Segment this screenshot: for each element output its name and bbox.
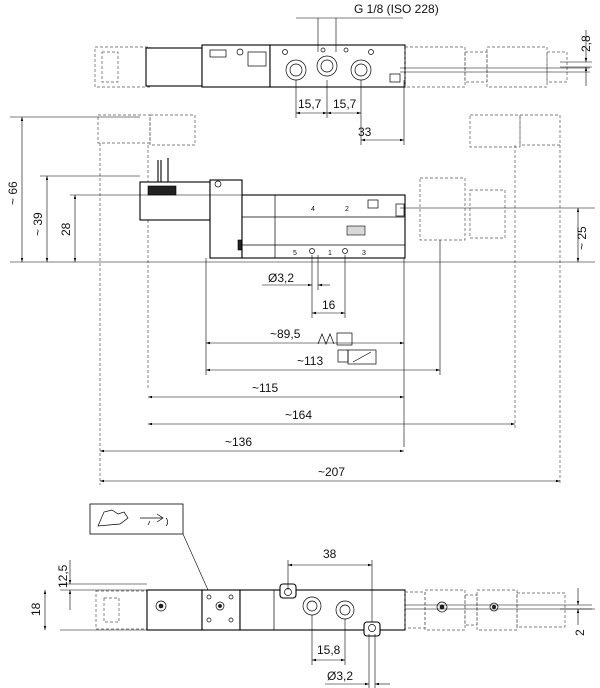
top-pitch-a: 15,7 <box>298 97 322 111</box>
port-label: 4 <box>311 206 315 213</box>
brand-mark <box>346 225 366 236</box>
bottom-hole-diameter: Ø3,2 <box>327 669 353 683</box>
front-valve-body <box>241 194 406 259</box>
manual-override-icon <box>89 503 209 591</box>
bottom-view: 38 12,5 18 2 15,8 Ø3,2 <box>29 547 595 688</box>
length-coil-single: ~115 <box>252 381 278 395</box>
port-label: 1 <box>328 250 332 257</box>
bottom-coil <box>146 589 203 631</box>
top-valve-body <box>269 44 406 88</box>
top-pitch-b: 15,7 <box>333 97 357 111</box>
mount-span: 38 <box>323 547 337 561</box>
solenoid-symbol <box>337 349 377 365</box>
front-view: 4 2 5 1 3 ~ 66 ~ 39 28 ~ 25 Ø3,2 16 <box>6 114 595 485</box>
length-overall-double: ~207 <box>318 465 345 479</box>
top-port-ring <box>282 47 401 83</box>
front-operator <box>209 179 243 259</box>
top-height-right: 2,8 <box>579 35 593 52</box>
body-width: 18 <box>29 602 43 616</box>
spring-return-symbol <box>317 332 353 346</box>
coil-label-plate <box>147 185 177 196</box>
port-label: 5 <box>293 250 297 257</box>
port-label: 3 <box>362 250 366 257</box>
bottom-valve-body <box>239 589 406 631</box>
top-view: G 1/8 (ISO 228) 15,7 15,7 33 2,8 <box>94 2 593 145</box>
port-pitch: 15,8 <box>317 643 341 657</box>
top-coil <box>145 47 203 87</box>
top-left-dashed-coil <box>94 46 151 88</box>
front-hole-pitch: 16 <box>322 298 336 312</box>
length-valve-single: ~89,5 <box>270 327 301 341</box>
front-port-label-list: 4 2 5 1 3 <box>293 206 366 257</box>
right-height: ~ 25 <box>575 226 589 250</box>
body-height: 28 <box>59 222 73 236</box>
port-thread-label: G 1/8 (ISO 228) <box>354 2 439 16</box>
length-overall-single: ~136 <box>225 435 252 449</box>
port-label: 2 <box>345 206 349 213</box>
top-span: 33 <box>358 125 372 139</box>
mount-ear-right <box>363 621 381 637</box>
length-valve-double: ~113 <box>297 354 323 368</box>
length-coil-double: ~164 <box>285 408 312 422</box>
mount-height: 12,5 <box>56 564 70 588</box>
front-hole-diameter: Ø3,2 <box>268 271 294 285</box>
coil-height: ~ 39 <box>31 212 45 236</box>
overall-height: ~ 66 <box>6 181 20 205</box>
right-offset: 2 <box>573 629 587 636</box>
